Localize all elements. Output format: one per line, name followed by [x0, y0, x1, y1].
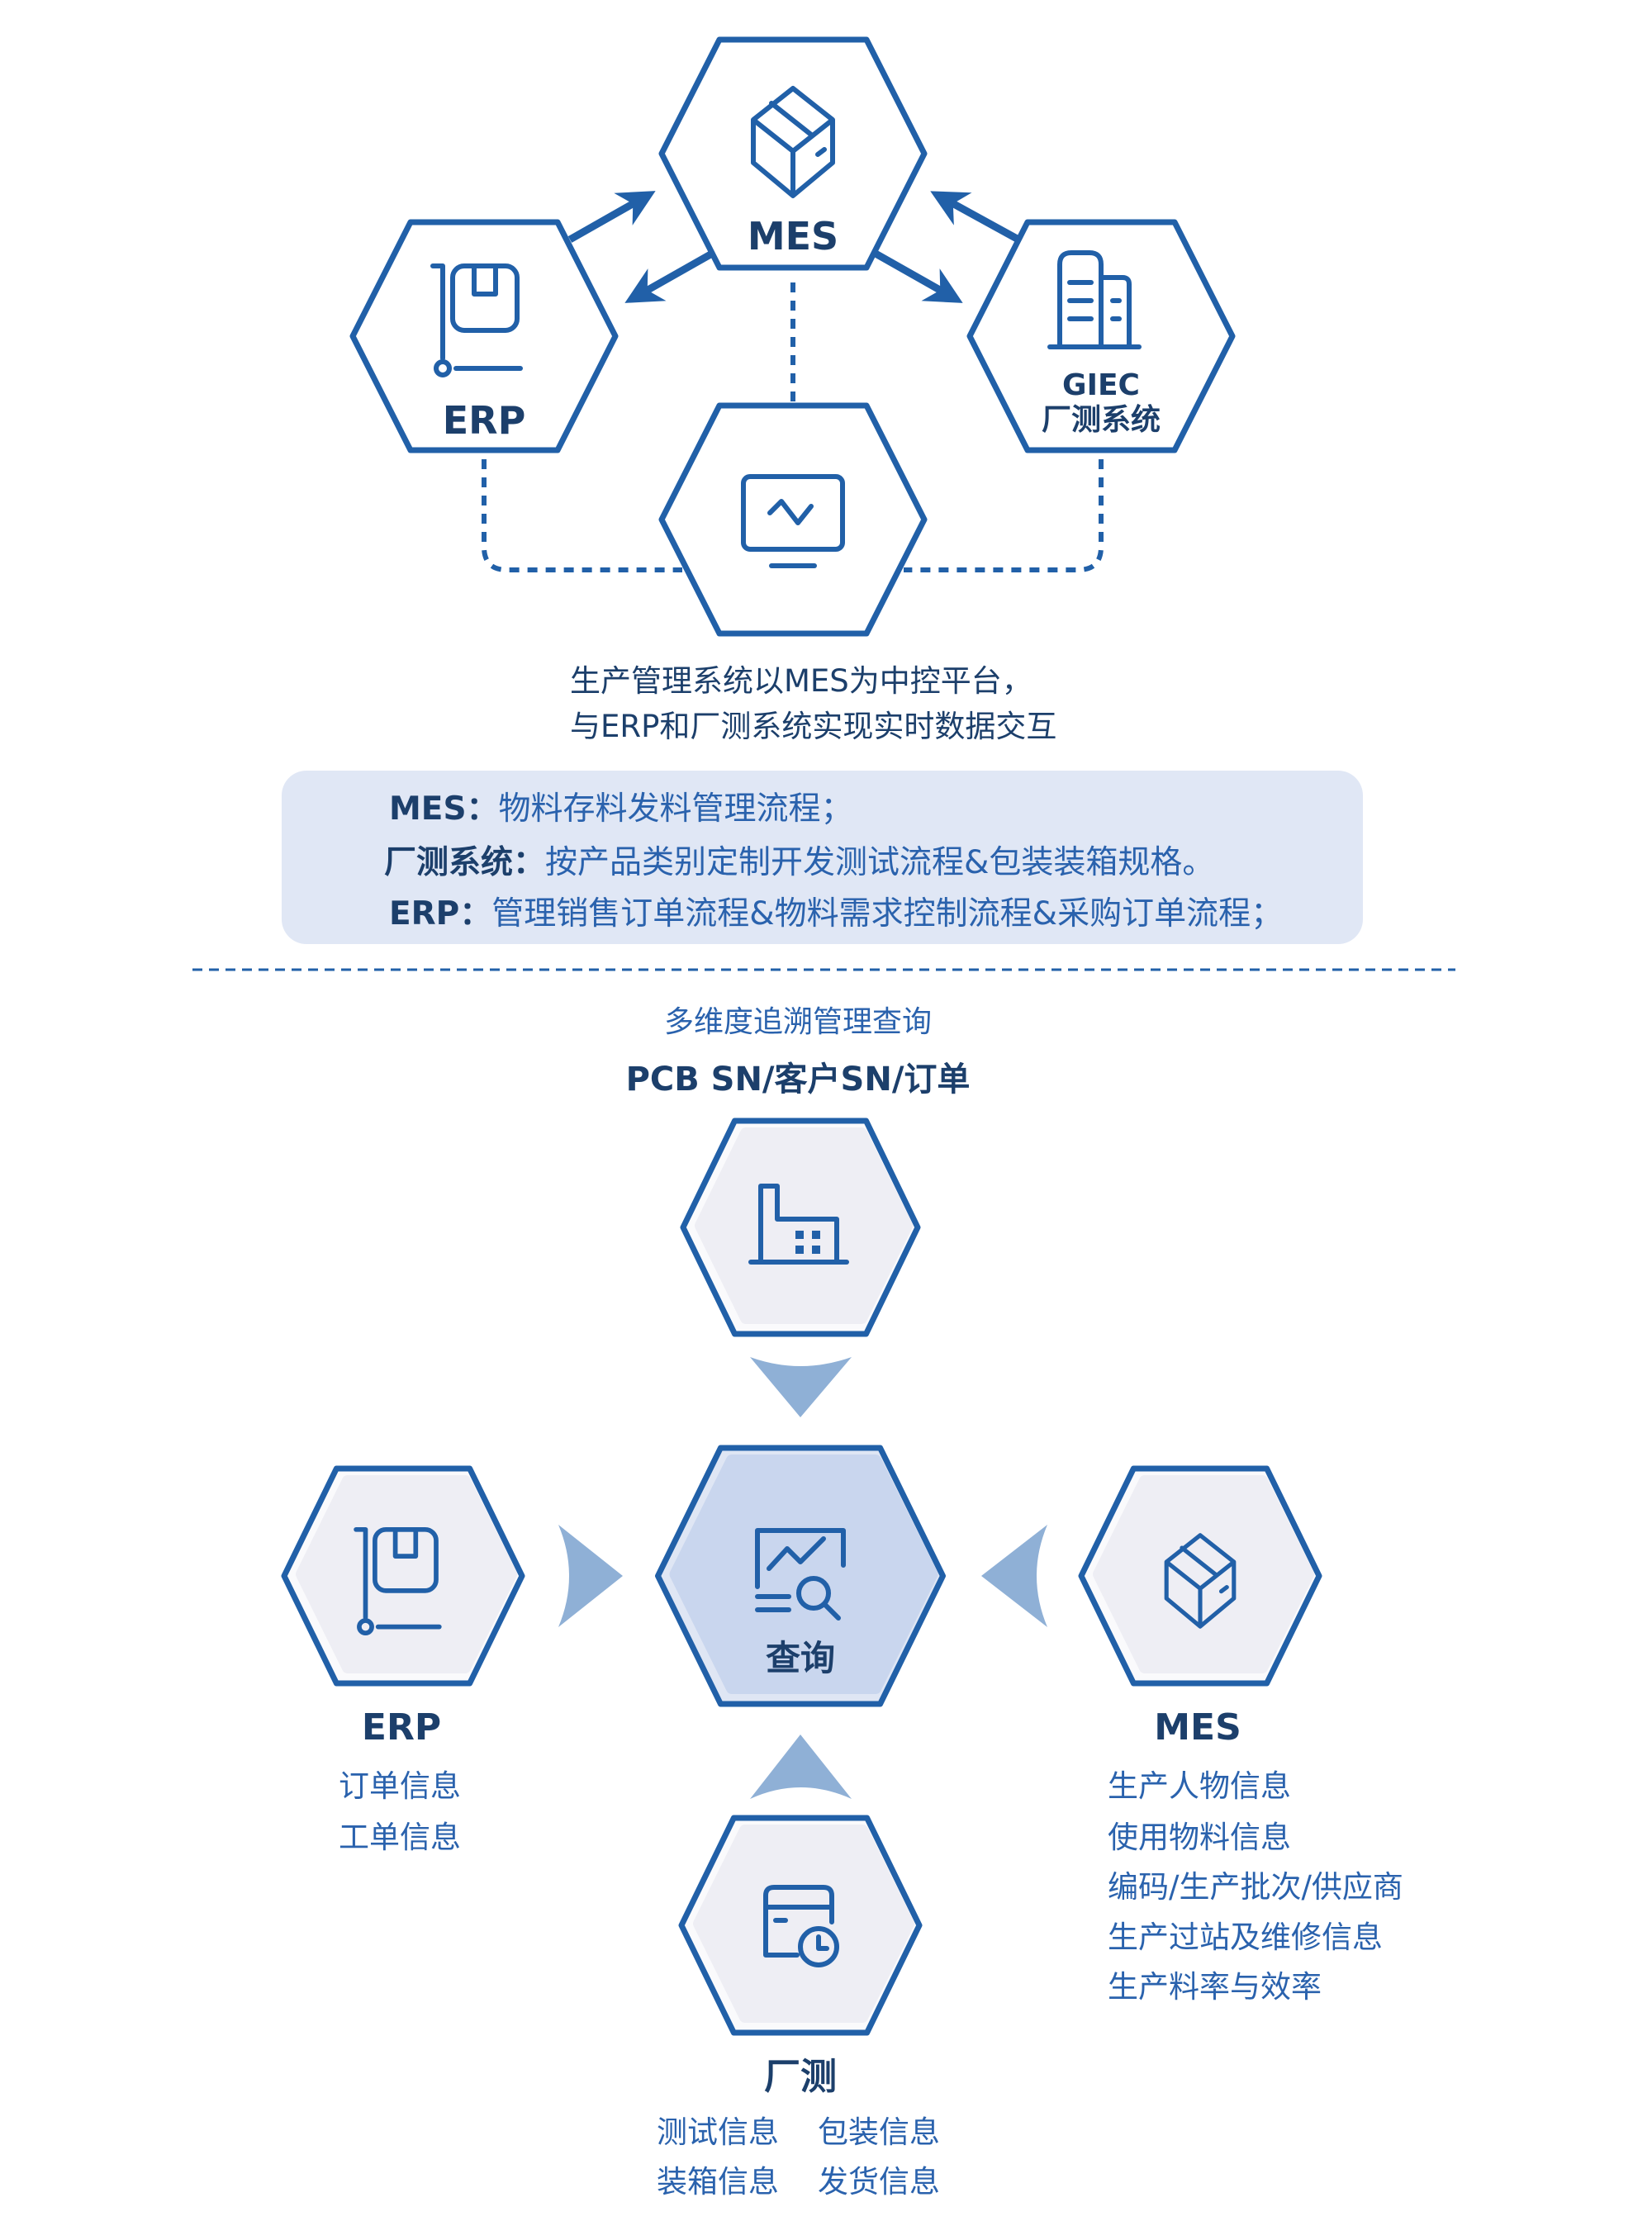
- factory-test-item: 测试信息: [657, 2114, 779, 2150]
- erp-monitor-dotted-line: [482, 459, 682, 572]
- trace-title: PCB SN/客户SN/订单: [626, 1061, 971, 1099]
- erp-item: 工单信息: [339, 1820, 461, 1855]
- triangle-right: [558, 1525, 623, 1627]
- mes-node-label: MES: [748, 214, 838, 259]
- mes-item: 生产料率与效率: [1108, 1969, 1322, 2005]
- mes-item: 生产人物信息: [1108, 1768, 1291, 1804]
- erp-hexagon: [349, 219, 619, 453]
- mes-item: 使用物料信息: [1108, 1820, 1291, 1855]
- arrow-mes-to-giec: [873, 250, 963, 303]
- erp-node-label: ERP: [443, 398, 526, 443]
- box-icon: [751, 86, 835, 198]
- factory-hexagon-inner-fill: [695, 1127, 913, 1324]
- triangle-down: [750, 1357, 852, 1417]
- erp-hexagon-outline: [349, 219, 619, 453]
- arrow-giec-to-mes: [930, 191, 1021, 243]
- info-key: MES：: [389, 790, 499, 828]
- info-value: 按产品类别定制开发测试流程&包装装箱规格。: [545, 844, 1214, 881]
- query-label: 查询: [766, 1638, 835, 1678]
- query-hexagon-inner-fill: [669, 1455, 938, 1694]
- giec-monitor-dotted-line: [904, 459, 1104, 572]
- info-row-factory-test: 厂测系统：按产品类别定制开发测试流程&包装装箱规格。: [384, 844, 1214, 881]
- mes-item: 编码/生产批次/供应商: [1108, 1869, 1403, 1905]
- mes-label: MES: [1154, 1706, 1241, 1749]
- query-hexagon: [655, 1445, 946, 1707]
- info-key: ERP：: [389, 895, 491, 933]
- factory-test-item: 包装信息: [818, 2114, 940, 2150]
- cart-icon: [430, 263, 523, 377]
- trace-subtitle: 多维度追溯管理查询: [664, 1005, 932, 1039]
- mes-bottom-hexagon-inner-fill: [1093, 1475, 1314, 1673]
- factory-test-hexagon: [678, 1815, 923, 2036]
- info-value: 管理销售订单流程&物料需求控制流程&采购订单流程；: [491, 895, 1283, 933]
- chart-search-icon: [755, 1528, 846, 1621]
- factory-test-item: 发货信息: [818, 2164, 940, 2200]
- factory-hexagon: [680, 1118, 921, 1337]
- info-key: 厂测系统：: [384, 844, 545, 881]
- info-box: [282, 771, 1363, 944]
- factory-icon: [748, 1184, 849, 1265]
- giec-node-label: GIEC: [1062, 368, 1140, 402]
- triangle-left: [981, 1525, 1047, 1627]
- pointer-triangles: [558, 1357, 1047, 1799]
- caption-line-1: 生产管理系统以MES为中控平台，: [570, 663, 1032, 699]
- flow-arrows: [567, 191, 1021, 303]
- erp-bottom-hexagon-inner-fill: [296, 1475, 517, 1673]
- erp-item: 订单信息: [339, 1768, 461, 1804]
- factory-test-hexagon-inner-fill: [693, 1825, 914, 2023]
- arrow-erp-to-mes: [567, 191, 656, 243]
- factory-test-label: 厂测: [764, 2056, 837, 2098]
- factory-test-item: 装箱信息: [657, 2164, 779, 2200]
- bottom-hexagons: [281, 1118, 1322, 2036]
- info-row-erp: ERP：管理销售订单流程&物料需求控制流程&采购订单流程；: [389, 895, 1283, 933]
- triangle-up: [750, 1735, 852, 1799]
- cart-icon: [354, 1526, 442, 1636]
- info-value: 物料存料发料管理流程；: [499, 790, 853, 828]
- monitor-icon: [741, 474, 845, 568]
- dotted-connectors: [482, 282, 1104, 572]
- mes-bottom-hexagon: [1078, 1465, 1322, 1687]
- caption-line-2: 与ERP和厂测系统实现实时数据交互: [570, 709, 1056, 744]
- arrow-mes-to-erp: [624, 250, 714, 303]
- info-row-mes: MES：物料存料发料管理流程；: [389, 790, 853, 828]
- erp-label: ERP: [362, 1706, 441, 1749]
- calendar-clock-icon: [763, 1885, 839, 1967]
- mes-item: 生产过站及维修信息: [1108, 1920, 1383, 1955]
- box-icon: [1164, 1533, 1237, 1629]
- giec-node-sublabel: 厂测系统: [1042, 403, 1161, 437]
- buildings-icon: [1047, 250, 1142, 349]
- erp-bottom-hexagon: [281, 1465, 525, 1687]
